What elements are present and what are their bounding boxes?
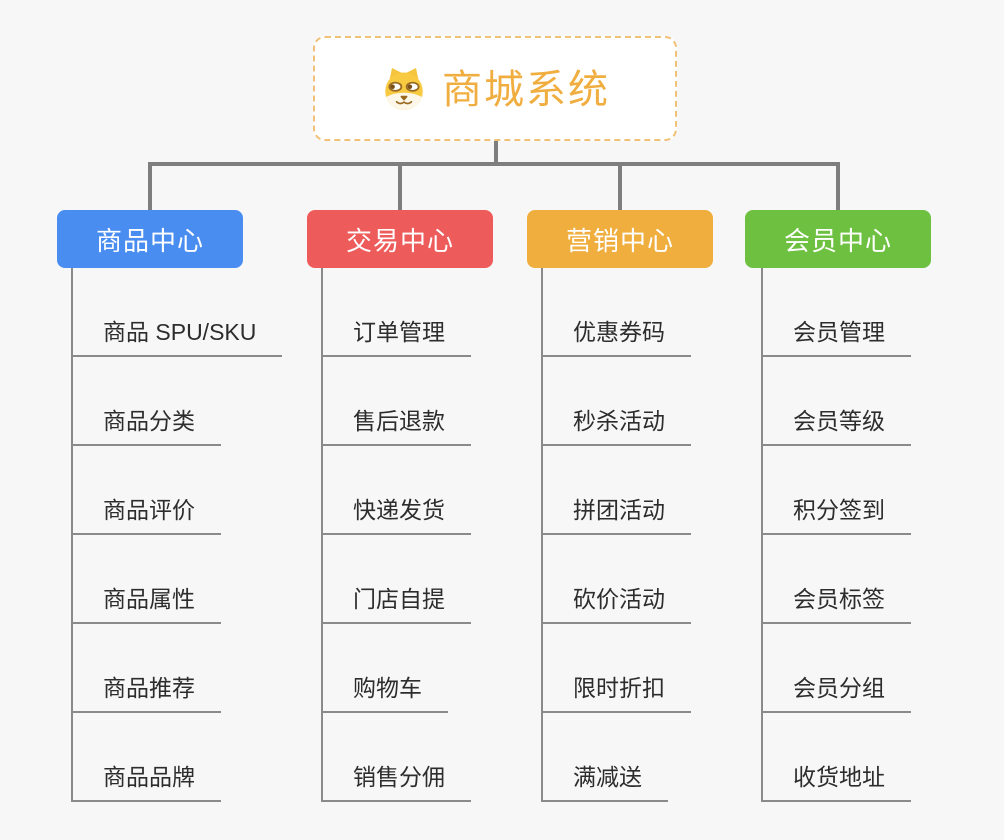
branch-header-product-center[interactable]: 商品中心	[57, 210, 243, 268]
child-limited-time-discount[interactable]: 限时折扣	[541, 674, 691, 713]
branch-line-member-center	[761, 268, 763, 802]
branch-line-marketing-center	[541, 268, 543, 802]
child-product-attribute[interactable]: 商品属性	[71, 585, 221, 624]
root-title: 商城系统	[442, 67, 610, 112]
branch-line-product-center	[71, 268, 73, 802]
child-points-checkin[interactable]: 积分签到	[761, 496, 911, 535]
child-member-level[interactable]: 会员等级	[761, 407, 911, 446]
child-full-reduction[interactable]: 满减送	[541, 763, 668, 802]
child-sales-commission[interactable]: 销售分佣	[321, 763, 471, 802]
branch-header-marketing-center[interactable]: 营销中心	[527, 210, 713, 268]
child-product-recommend[interactable]: 商品推荐	[71, 674, 221, 713]
connector-stub-product-center	[148, 162, 152, 210]
child-coupon-code[interactable]: 优惠券码	[541, 318, 691, 357]
child-shipping-address[interactable]: 收货地址	[761, 763, 911, 802]
connector-stub-member-center	[836, 162, 840, 210]
child-shopping-cart[interactable]: 购物车	[321, 674, 448, 713]
branch-header-trade-center[interactable]: 交易中心	[307, 210, 493, 268]
child-after-sales-refund[interactable]: 售后退款	[321, 407, 471, 446]
child-bargain-activity[interactable]: 砍价活动	[541, 585, 691, 624]
branch-header-member-center[interactable]: 会员中心	[745, 210, 931, 268]
child-product-brand[interactable]: 商品品牌	[71, 763, 221, 802]
shiba-dog-icon	[380, 65, 428, 113]
child-member-group[interactable]: 会员分组	[761, 674, 911, 713]
child-product-review[interactable]: 商品评价	[71, 496, 221, 535]
child-express-shipping[interactable]: 快递发货	[321, 496, 471, 535]
connector-stub-marketing-center	[618, 162, 622, 210]
connector-stub-trade-center	[398, 162, 402, 210]
child-order-management[interactable]: 订单管理	[321, 318, 471, 357]
connector-root-stub	[494, 141, 498, 166]
connector-horizontal-bar	[148, 162, 840, 166]
branch-line-trade-center	[321, 268, 323, 802]
child-product-category[interactable]: 商品分类	[71, 407, 221, 446]
child-group-buy[interactable]: 拼团活动	[541, 496, 691, 535]
child-product-spu-sku[interactable]: 商品 SPU/SKU	[71, 318, 283, 357]
child-store-pickup[interactable]: 门店自提	[321, 585, 471, 624]
root-node[interactable]: 商城系统	[313, 36, 677, 141]
child-flash-sale[interactable]: 秒杀活动	[541, 407, 691, 446]
child-member-management[interactable]: 会员管理	[761, 318, 911, 357]
child-member-tag[interactable]: 会员标签	[761, 585, 911, 624]
